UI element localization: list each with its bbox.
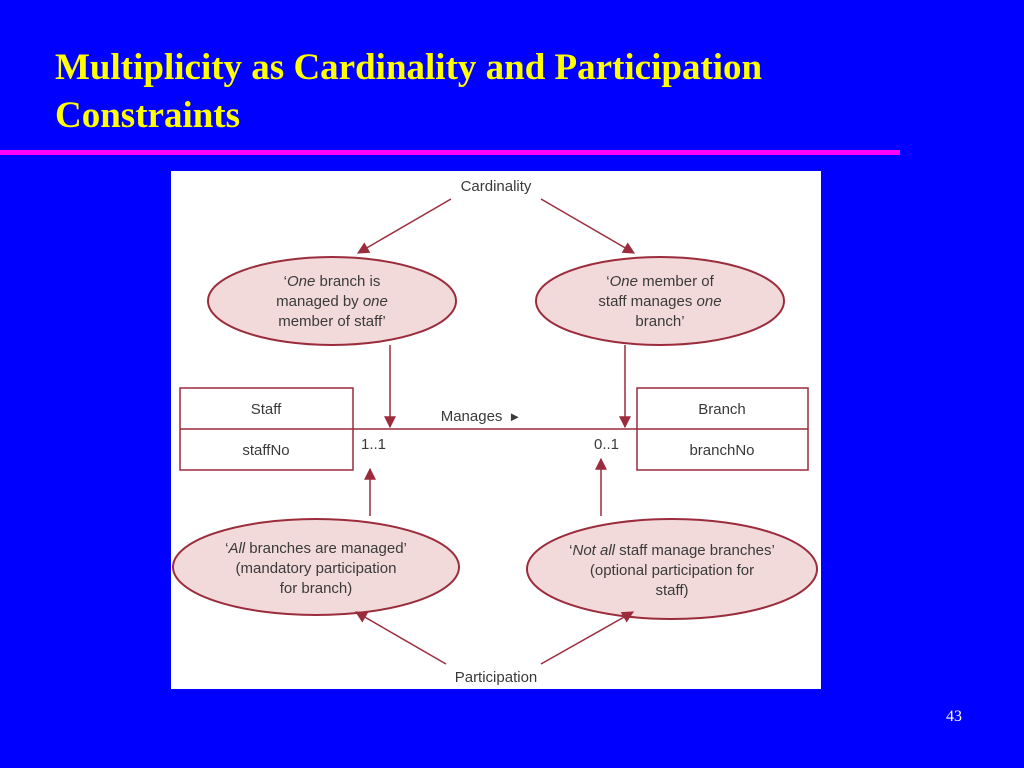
participation-right-line-3: staff) [655, 582, 688, 599]
slide-title-line-1: Multiplicity as Cardinality and Particip… [55, 47, 763, 88]
slide-title: Multiplicity as Cardinality and Particip… [55, 44, 955, 140]
cardinality-label: Cardinality [461, 178, 532, 195]
cardinality-left-line-3: member of staff’ [278, 313, 386, 330]
branch-class-name: Branch [698, 401, 746, 418]
staff-class-name: Staff [251, 401, 282, 418]
manages-label: Manages► [441, 408, 522, 425]
participation-arrow-left [354, 611, 447, 665]
diagram-canvas: Cardinality ‘One branch is managed by on… [172, 178, 818, 686]
title-underline [0, 150, 900, 155]
staff-multiplicity: 1..1 [361, 436, 386, 453]
participation-left-line-1: ‘All branches are managed’ [225, 540, 407, 557]
cardinality-ellipse-right: ‘One member of staff manages one branch’ [535, 256, 785, 346]
cardinality-left-line-2: managed by one [276, 293, 388, 310]
cardinality-arrow-left [356, 198, 452, 254]
staff-class-box: Staff staffNo [179, 387, 354, 471]
slide-title-line-2: Constraints [55, 95, 241, 136]
cardinality-right-line-3: branch’ [635, 313, 684, 330]
cardinality-right-line-1: ‘One member of [606, 273, 714, 290]
participation-ellipse-right: ‘Not all staff manage branches’ (optiona… [526, 518, 818, 620]
cardinality-ellipse-left: ‘One branch is managed by one member of … [207, 256, 457, 346]
cardinality-arrow-right [540, 198, 636, 254]
staff-attribute: staffNo [242, 442, 289, 459]
participation-right-line-1: ‘Not all staff manage branches’ [569, 542, 775, 559]
slide-number: 43 [946, 708, 962, 725]
participation-left-line-2: (mandatory participation [236, 560, 397, 577]
participation-left-line-3: for branch) [280, 580, 353, 597]
multiplicity-diagram: Cardinality ‘One branch is managed by on… [171, 171, 821, 689]
cardinality-left-line-1: ‘One branch is [284, 273, 381, 290]
manages-direction-icon: ► [508, 409, 521, 424]
participation-arrow-right [540, 611, 635, 665]
participation-ellipse-left: ‘All branches are managed’ (mandatory pa… [172, 518, 460, 616]
branch-class-box: Branch branchNo [636, 387, 809, 471]
branch-attribute: branchNo [689, 442, 754, 459]
branch-multiplicity: 0..1 [594, 436, 619, 453]
participation-label: Participation [455, 669, 538, 686]
cardinality-right-line-2: staff manages one [598, 293, 721, 310]
participation-right-line-2: (optional participation for [590, 562, 754, 579]
